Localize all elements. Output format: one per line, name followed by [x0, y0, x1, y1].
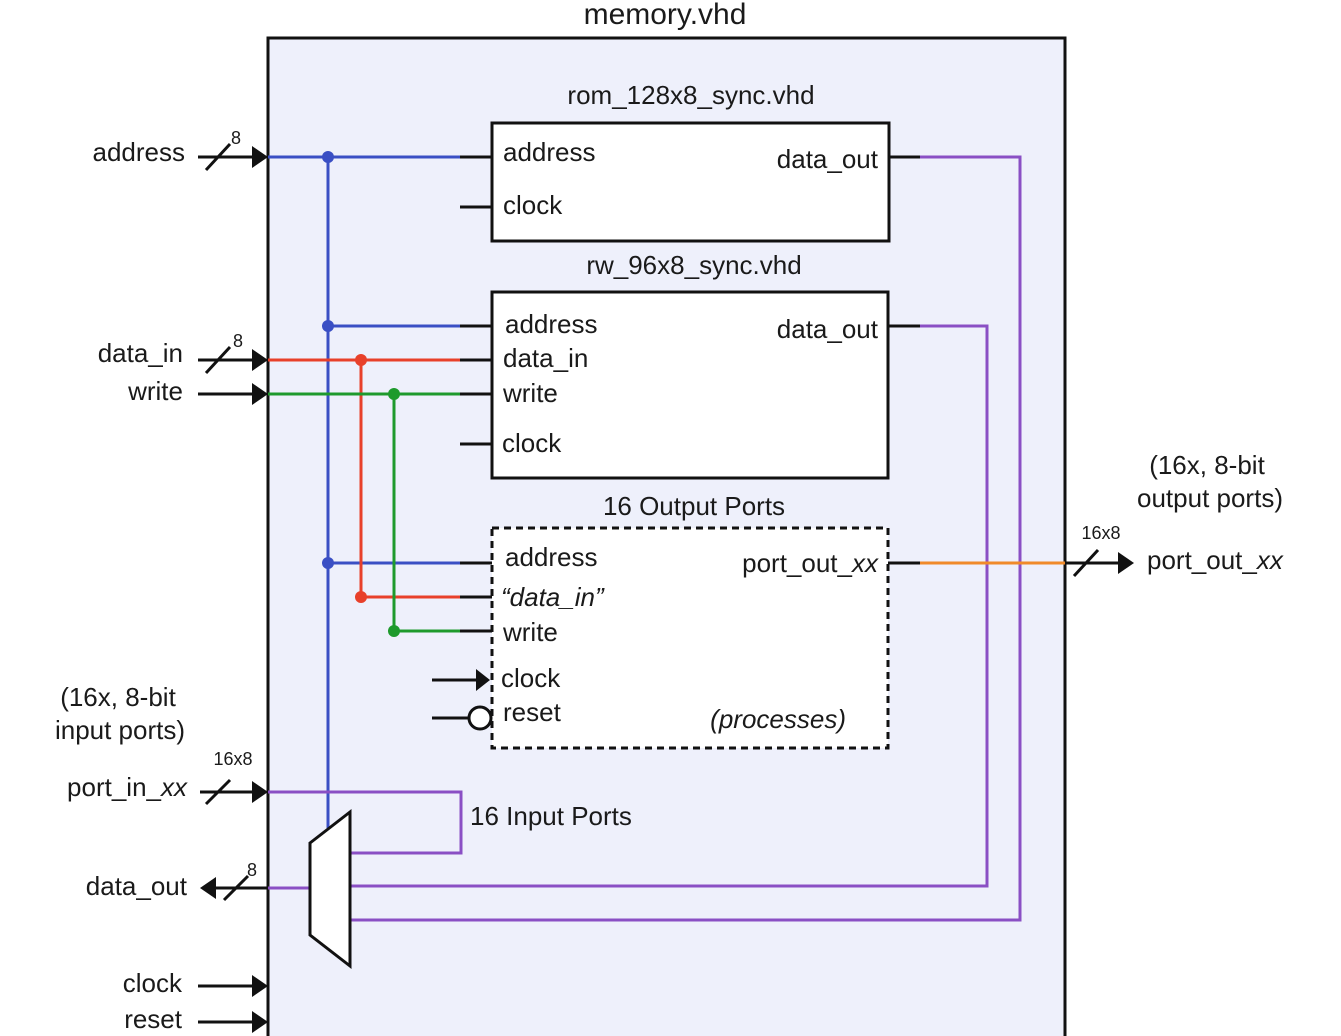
rom-clock-label: clock [503, 190, 563, 220]
rw-block [490, 290, 890, 480]
rom-title: rom_128x8_sync.vhd [567, 80, 814, 110]
ext-port-in-width: 16x8 [213, 749, 252, 769]
ext-port-out-label: port_out_xx [1147, 545, 1284, 575]
rom-data-out-label: data_out [777, 144, 879, 174]
input-ports-title: 16 Input Ports [470, 801, 632, 831]
output-ports-title: 16 Output Ports [603, 491, 785, 521]
write-line [268, 392, 460, 633]
rw-clock-label: clock [502, 428, 562, 458]
output-ports-note-line2: output ports) [1137, 483, 1283, 513]
external-pins [198, 142, 1118, 1024]
rw-title: rw_96x8_sync.vhd [586, 250, 801, 280]
ext-clock-label: clock [123, 968, 183, 998]
ext-data-out-label: data_out [86, 871, 188, 901]
address-bus-junctions [322, 151, 334, 569]
output-ports-data-in-label: “data_in” [501, 582, 605, 612]
output-ports-note-line1: (16x, 8-bit [1149, 450, 1265, 480]
arrow-heads [200, 146, 1134, 1033]
ext-address-label: address [93, 137, 186, 167]
ext-port-out-width: 16x8 [1081, 523, 1120, 543]
rom-block [490, 121, 891, 243]
input-ports-note-line1: (16x, 8-bit [60, 682, 176, 712]
rw-data-in-label: data_in [503, 343, 588, 373]
port-stubs [460, 155, 920, 633]
data-out-buses [268, 155, 1022, 922]
rw-data-out-label: data_out [777, 314, 879, 344]
rom-address-label: address [503, 137, 596, 167]
ext-write-label: write [127, 376, 183, 406]
ext-address-width: 8 [231, 128, 241, 148]
ext-reset-label: reset [124, 1004, 183, 1034]
multiplexer [308, 808, 352, 970]
rw-write-label: write [502, 378, 558, 408]
output-ports-write-label: write [502, 617, 558, 647]
reset-inversion-bubble [467, 705, 493, 731]
ext-data-in-width: 8 [233, 331, 243, 351]
output-ports-address-label: address [505, 542, 598, 572]
diagram-title: memory.vhd [584, 0, 747, 31]
output-ports-clock-label: clock [501, 663, 561, 693]
ext-data-in-label: data_in [98, 338, 183, 368]
data-in-junctions [355, 354, 367, 603]
output-ports-block [490, 526, 890, 750]
output-ports-processes-note: (processes) [710, 704, 846, 734]
output-ports-port-out-label: port_out_xx [742, 548, 879, 578]
write-junctions [388, 388, 400, 637]
output-ports-reset-label: reset [503, 697, 562, 727]
ext-data-out-width: 8 [247, 860, 257, 880]
ext-port-in-label: port_in_xx [67, 772, 188, 802]
input-ports-note-line2: input ports) [55, 715, 185, 745]
rw-address-label: address [505, 309, 598, 339]
